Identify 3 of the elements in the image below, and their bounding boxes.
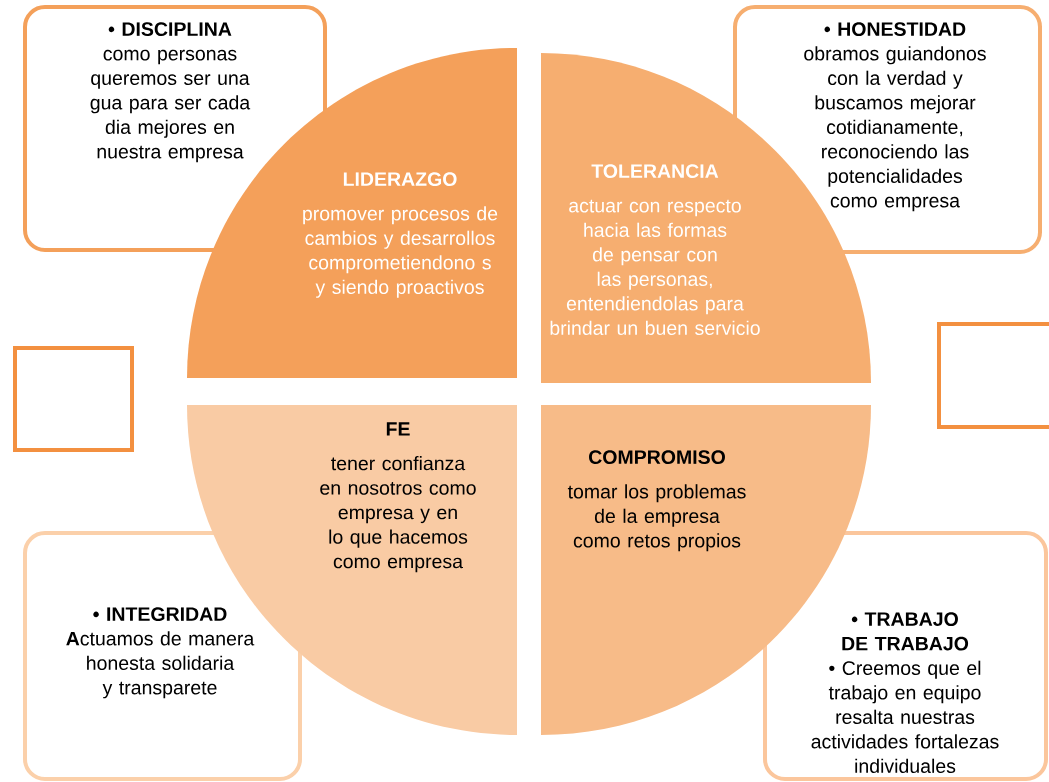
empty-square xyxy=(13,346,134,452)
text-card: • TRABAJO DE TRABAJO • Creemos que el trabajo en equipo resalta nuestras actividades fortalezas individuales xyxy=(763,531,1048,781)
text-card: • INTEGRIDAD Actuamos de manera honesta solidaria y transparete xyxy=(23,531,302,781)
